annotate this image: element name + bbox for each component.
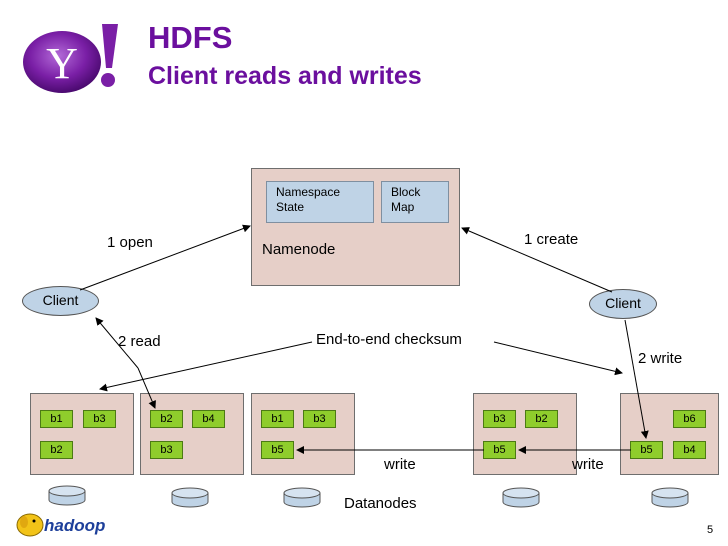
read-arrow: [95, 317, 139, 369]
block-label: Block: [391, 185, 421, 199]
checksum-arrow-right: [493, 341, 623, 376]
page-title: HDFS: [148, 20, 233, 55]
yahoo-logo: Y: [18, 16, 130, 96]
block-map-box: Block Map: [381, 181, 449, 223]
block-d1-b1: b1: [40, 410, 73, 428]
disk-icon: [650, 487, 690, 514]
write-label-mid: write: [384, 456, 416, 473]
client-right-label: Client: [605, 295, 641, 311]
datanode-2: [140, 393, 244, 475]
svg-text:hadoop: hadoop: [44, 516, 105, 535]
block-d2-b4: b4: [192, 410, 225, 428]
namenode-label: Namenode: [262, 241, 336, 258]
read-arrow-down: [137, 367, 156, 409]
disk-icon: [282, 487, 322, 514]
write-label-right: write: [572, 456, 604, 473]
block-d2-b3: b3: [150, 441, 183, 459]
page-number: 5: [707, 524, 714, 536]
client-right[interactable]: Client: [589, 289, 657, 319]
namespace-state-box: Namespace State: [266, 181, 374, 223]
client-left-label: Client: [42, 292, 79, 308]
open-label: 1 open: [107, 234, 153, 251]
open-arrow: [79, 224, 251, 291]
disk-icon: [170, 487, 210, 514]
disk-icon: [47, 485, 87, 512]
svg-text:Y: Y: [46, 39, 78, 88]
datanodes-label: Datanodes: [344, 495, 417, 512]
datanode-1: [30, 393, 134, 475]
read-label: 2 read: [118, 333, 161, 350]
datanode-4: [473, 393, 577, 475]
block-d3-b3: b3: [303, 410, 336, 428]
create-label: 1 create: [524, 231, 579, 248]
page-subtitle: Client reads and writes: [148, 62, 422, 90]
block-d3-b1: b1: [261, 410, 294, 428]
disk-icon: [501, 487, 541, 514]
block-d3-b5: b5: [261, 441, 294, 459]
block-d5-b6: b6: [673, 410, 706, 428]
block-d4-b3: b3: [483, 410, 516, 428]
block-d5-b4: b4: [673, 441, 706, 459]
block-d4-b5: b5: [483, 441, 516, 459]
block-d1-b2: b2: [40, 441, 73, 459]
map-label: Map: [391, 200, 415, 214]
hadoop-logo: hadoop: [14, 506, 114, 540]
client-left[interactable]: Client: [22, 286, 99, 316]
namespace-label: Namespace: [276, 185, 341, 199]
state-label: State: [276, 200, 305, 214]
datanode-5: [620, 393, 719, 475]
block-d2-b2: b2: [150, 410, 183, 428]
write-arrow-down: [624, 319, 649, 439]
checksum-label: End-to-end checksum: [316, 331, 462, 348]
datanode-3: [251, 393, 355, 475]
checksum-arrow-left: [99, 341, 313, 392]
block-d5-b5: b5: [630, 441, 663, 459]
create-arrow: [461, 227, 613, 293]
block-d4-b2: b2: [525, 410, 558, 428]
write-step-label: 2 write: [638, 350, 683, 367]
block-d1-b3: b3: [83, 410, 116, 428]
